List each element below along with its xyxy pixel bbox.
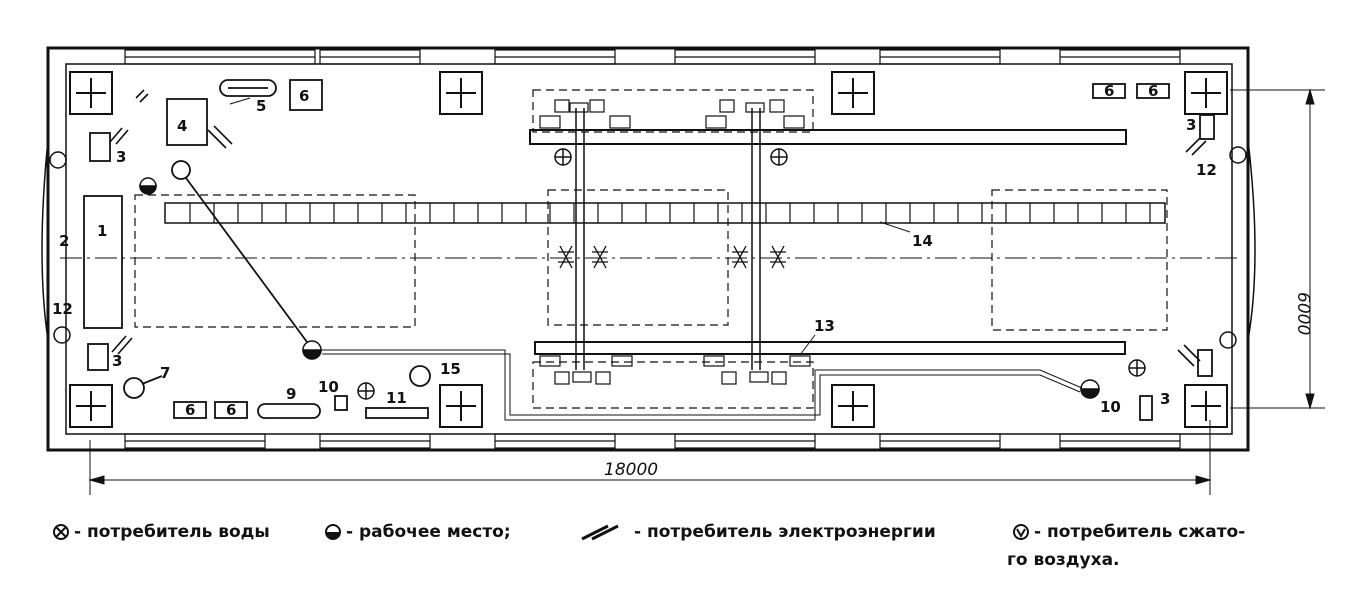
lower-carriages xyxy=(539,355,811,385)
air-consumer-markers xyxy=(357,148,1146,400)
label-6a: 6 xyxy=(299,87,309,105)
water-consumer-icon xyxy=(53,524,69,540)
dimension-width: 6000 xyxy=(1293,292,1313,335)
label-14: 14 xyxy=(912,232,933,250)
bottom-windows xyxy=(124,433,1181,449)
legend-electric-text: - потребитель электроэнергии xyxy=(634,522,936,542)
label-12b: 12 xyxy=(1196,161,1217,179)
label-1: 1 xyxy=(97,222,107,240)
legend-water: - потребитель воды xyxy=(52,522,270,542)
label-7: 7 xyxy=(160,364,170,382)
label-6e: 6 xyxy=(226,401,236,419)
label-6c: 6 xyxy=(1148,82,1158,100)
label-9: 9 xyxy=(286,385,296,403)
top-windows xyxy=(124,49,1181,65)
conveyor-rollers xyxy=(189,203,1151,223)
columns xyxy=(69,71,1228,428)
lift-beams xyxy=(575,108,761,370)
dimension-length: 18000 xyxy=(604,460,658,480)
legend-workplace-text: - рабочее место; xyxy=(346,522,511,542)
legend-air-text: - потребитель сжато- xyxy=(1034,522,1246,542)
label-5: 5 xyxy=(256,97,266,115)
leader-lines xyxy=(229,97,911,356)
label-11: 11 xyxy=(386,389,407,407)
work-zones xyxy=(134,89,1168,409)
label-6d: 6 xyxy=(185,401,195,419)
label-3c: 3 xyxy=(1186,116,1196,134)
equipment xyxy=(83,79,1215,421)
air-consumer-icon xyxy=(1013,524,1029,540)
label-3d: 3 xyxy=(1160,390,1170,408)
legend-water-text: - потребитель воды xyxy=(74,522,270,542)
workshop-floor-plan: 1 2 3 3 3 3 4 5 6 6 6 6 6 7 9 10 10 11 1… xyxy=(41,46,1325,495)
label-4: 4 xyxy=(177,117,187,135)
roller-conveyor xyxy=(164,202,1166,224)
label-15: 15 xyxy=(440,360,461,378)
outer-walls xyxy=(46,46,1250,452)
legend-air-continued: го воздуха. xyxy=(1007,550,1120,570)
legend-workplace: - рабочее место; xyxy=(324,522,511,542)
legend-electric: - потребитель электроэнергии xyxy=(578,522,936,542)
lower-rail xyxy=(534,341,1126,355)
label-3b: 3 xyxy=(112,352,122,370)
vehicle-markers xyxy=(558,245,786,269)
label-3a: 3 xyxy=(116,148,126,166)
label-6b: 6 xyxy=(1104,82,1114,100)
side-walls xyxy=(41,139,1256,349)
electric-consumer-icon xyxy=(581,524,619,541)
workplace-icon xyxy=(325,524,341,540)
label-2: 2 xyxy=(59,232,69,250)
pipe-lines xyxy=(322,349,1083,421)
upper-rail xyxy=(529,129,1127,145)
dimension-lines xyxy=(88,88,1325,495)
label-13: 13 xyxy=(814,317,835,335)
plan-labels: 1 2 3 3 3 3 4 5 6 6 6 6 6 7 9 10 10 11 1… xyxy=(52,82,1313,480)
electric-consumer-markers xyxy=(109,89,1207,367)
label-10b: 10 xyxy=(1100,398,1121,416)
upper-carriages xyxy=(539,99,805,129)
hose-line xyxy=(171,160,308,343)
label-10a: 10 xyxy=(318,378,339,396)
label-12a: 12 xyxy=(52,300,73,318)
workplace-markers xyxy=(139,177,1100,399)
legend-air: - потребитель сжато- xyxy=(1012,522,1245,542)
